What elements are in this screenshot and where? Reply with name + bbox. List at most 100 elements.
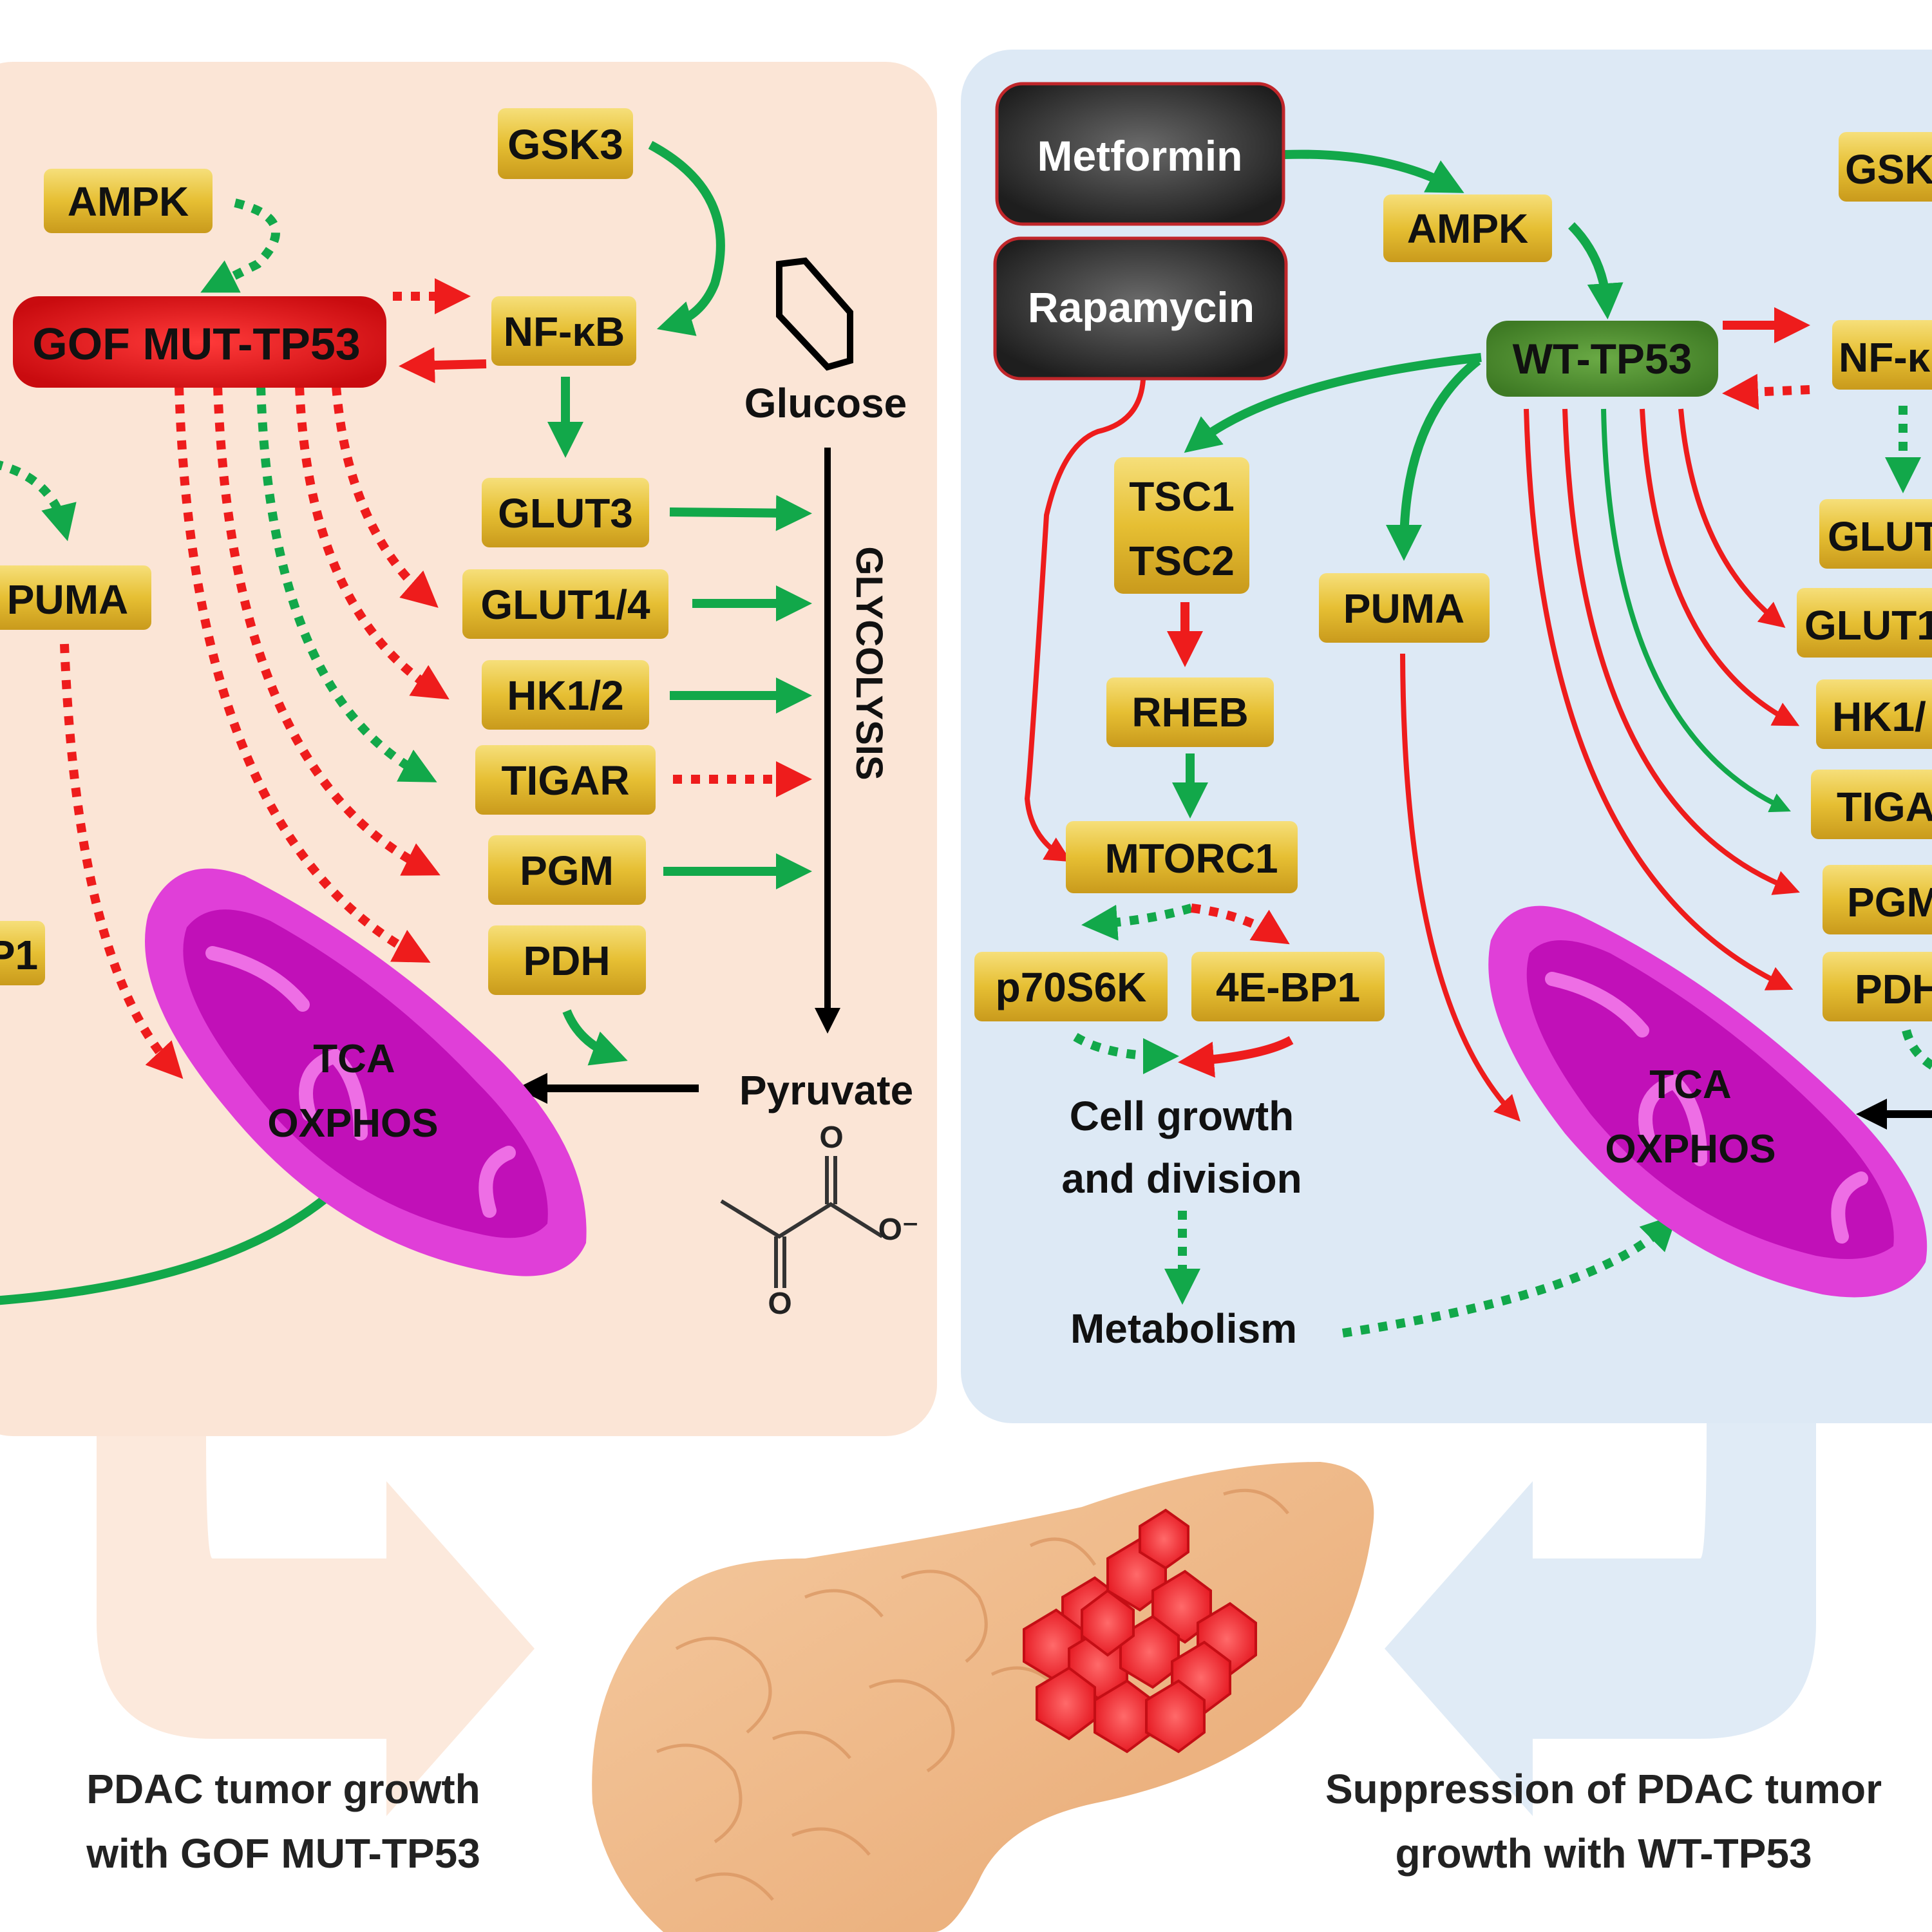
node-pdh[interactable] — [488, 925, 646, 995]
node-glut3[interactable] — [482, 478, 649, 547]
node-hk12-right[interactable] — [1816, 679, 1932, 749]
left-tca-label: TCA — [313, 1037, 395, 1081]
node-nfkb-right[interactable] — [1832, 320, 1932, 390]
node-hk12-right-label: HK1/ — [1832, 694, 1926, 740]
node-glut3-right-label: GLUT — [1828, 513, 1932, 560]
node-p1-partial-label: P1 — [0, 932, 38, 978]
arrow-puma-to-mito — [60, 643, 184, 1079]
node-mut-tp53-label: GOF MUT-TP53 — [32, 319, 360, 369]
node-rheb-label: RHEB — [1132, 689, 1248, 735]
node-glut14-right[interactable] — [1797, 588, 1932, 658]
left-oxphos-label: OXPHOS — [267, 1101, 438, 1146]
node-rheb[interactable] — [1106, 677, 1274, 747]
rapamycin-inhibit-mtorc1 — [1024, 379, 1146, 862]
node-puma-label: PUMA — [7, 576, 128, 623]
tumor-cluster — [1023, 1508, 1257, 1754]
node-ampk[interactable] — [44, 169, 213, 233]
right-tca-label: TCA — [1649, 1063, 1731, 1107]
metabolism-label: Metabolism — [1070, 1305, 1297, 1352]
arrow-p70s6k-to-growth — [1073, 1032, 1179, 1074]
drug-metformin[interactable] — [995, 82, 1285, 226]
node-tsc1-label: TSC1 — [1129, 473, 1235, 520]
node-mut-tp53[interactable] — [13, 296, 386, 388]
arrow-mut-to-pgm — [213, 386, 440, 876]
arrow-glut3-to-glycolysis — [669, 495, 812, 531]
arrow-pdh-to-pyruvate — [562, 1009, 628, 1066]
arrow-gsk3-to-nfkb — [648, 140, 725, 336]
arrow-pdh-dotted — [1902, 1029, 1932, 1071]
node-tsc2-label: TSC2 — [1129, 538, 1235, 584]
caption-left-line1: PDAC tumor growth — [86, 1766, 480, 1812]
node-puma-right-label: PUMA — [1343, 585, 1464, 632]
pyruvate-structure-icon — [720, 1156, 884, 1288]
node-wt-tp53-label: WT-TP53 — [1513, 335, 1692, 383]
left-arrows — [0, 140, 840, 1305]
left-nodes: GOF MUT-TP53 AMPK GSK3 NF-κB PUMA P1 GLU… — [0, 108, 668, 995]
caption-right-line2: growth with WT-TP53 — [1395, 1830, 1812, 1877]
node-gsk3-right[interactable] — [1839, 132, 1932, 202]
arrow-wt-to-puma — [1386, 357, 1481, 561]
arrow-wt-to-tigar — [1601, 408, 1791, 813]
glucose-label: Glucose — [744, 380, 907, 426]
node-pgm-right[interactable] — [1823, 865, 1932, 934]
node-gsk3-label: GSK3 — [507, 120, 623, 168]
node-tigar-right[interactable] — [1811, 770, 1932, 839]
node-pgm-right-label: PGM — [1847, 879, 1932, 925]
node-tigar[interactable] — [475, 745, 656, 815]
node-glut14-label: GLUT1/4 — [480, 582, 650, 628]
node-puma[interactable] — [0, 565, 151, 630]
node-nfkb[interactable] — [491, 296, 636, 366]
node-tsc[interactable] — [1114, 457, 1249, 594]
arrow-4ebp1-to-growth — [1178, 1036, 1294, 1078]
drug-metformin-label: Metformin — [1037, 132, 1243, 180]
node-glut3-right[interactable] — [1819, 499, 1932, 569]
caption-right-line1: Suppression of PDAC tumor — [1325, 1766, 1882, 1812]
node-gsk3[interactable] — [498, 108, 633, 179]
arrow-mut-to-glut14 — [332, 386, 439, 608]
node-mtorc1[interactable] — [1066, 821, 1298, 893]
mitochondrion-right — [1488, 905, 1927, 1298]
mitochondrion-left — [145, 868, 587, 1276]
node-pdh-right[interactable] — [1823, 952, 1932, 1021]
node-pdh-right-label: PDH — [1855, 966, 1932, 1012]
arrow-mut-to-hk12 — [295, 386, 450, 700]
arrow-metformin-to-ampk — [1284, 149, 1464, 193]
right-flow-arrow — [1385, 1423, 1816, 1816]
glucose-ring-icon — [776, 257, 853, 371]
node-hk12[interactable] — [482, 660, 649, 730]
node-pgm[interactable] — [488, 835, 646, 905]
arrow-nfkb-to-wt — [1722, 374, 1810, 410]
drug-rapamycin[interactable] — [993, 236, 1288, 381]
node-p1-partial[interactable] — [0, 921, 45, 985]
right-nodes: Metformin Rapamycin AMPK WT-TP53 GSK NF-… — [974, 82, 1932, 1021]
node-ampk-label: AMPK — [68, 178, 189, 225]
node-hk12-label: HK1/2 — [507, 672, 623, 719]
node-p70s6k[interactable] — [974, 952, 1168, 1021]
node-mtorc1-label: MTORC1 — [1104, 835, 1278, 882]
node-glut3-label: GLUT3 — [498, 490, 633, 536]
node-nfkb-label: NF-κB — [504, 308, 625, 355]
node-4ebp1[interactable] — [1191, 952, 1385, 1021]
arrow-mut-to-tigar — [256, 386, 437, 782]
node-puma-right[interactable] — [1319, 573, 1490, 643]
arrow-puma-to-mito — [1400, 653, 1520, 1122]
node-glut14-right-label: GLUT1 — [1804, 602, 1932, 649]
cell-growth-label-2: and division — [1061, 1155, 1302, 1202]
node-glut14[interactable] — [462, 569, 668, 639]
node-pgm-label: PGM — [520, 848, 614, 894]
node-tigar-label: TIGAR — [501, 757, 629, 804]
drug-rapamycin-label: Rapamycin — [1028, 283, 1255, 331]
caption-left-line2: with GOF MUT-TP53 — [86, 1830, 480, 1877]
node-tigar-right-label: TIGA — [1837, 784, 1932, 830]
node-4ebp1-label: 4E-BP1 — [1216, 964, 1360, 1010]
node-nfkb-right-label: NF-κ — [1839, 334, 1931, 381]
node-wt-tp53[interactable] — [1486, 321, 1718, 397]
node-ampk-right[interactable] — [1383, 194, 1552, 262]
arrow-nfkb-to-mut — [399, 347, 487, 384]
pyruvate-o-bottom: O — [768, 1287, 791, 1321]
node-ampk-right-label: AMPK — [1407, 205, 1528, 252]
arrow-wt-to-pdh — [1524, 408, 1794, 990]
pyruvate-o-minus: O⁻ — [878, 1213, 919, 1247]
arrow-ampk-to-wt — [1568, 222, 1624, 319]
